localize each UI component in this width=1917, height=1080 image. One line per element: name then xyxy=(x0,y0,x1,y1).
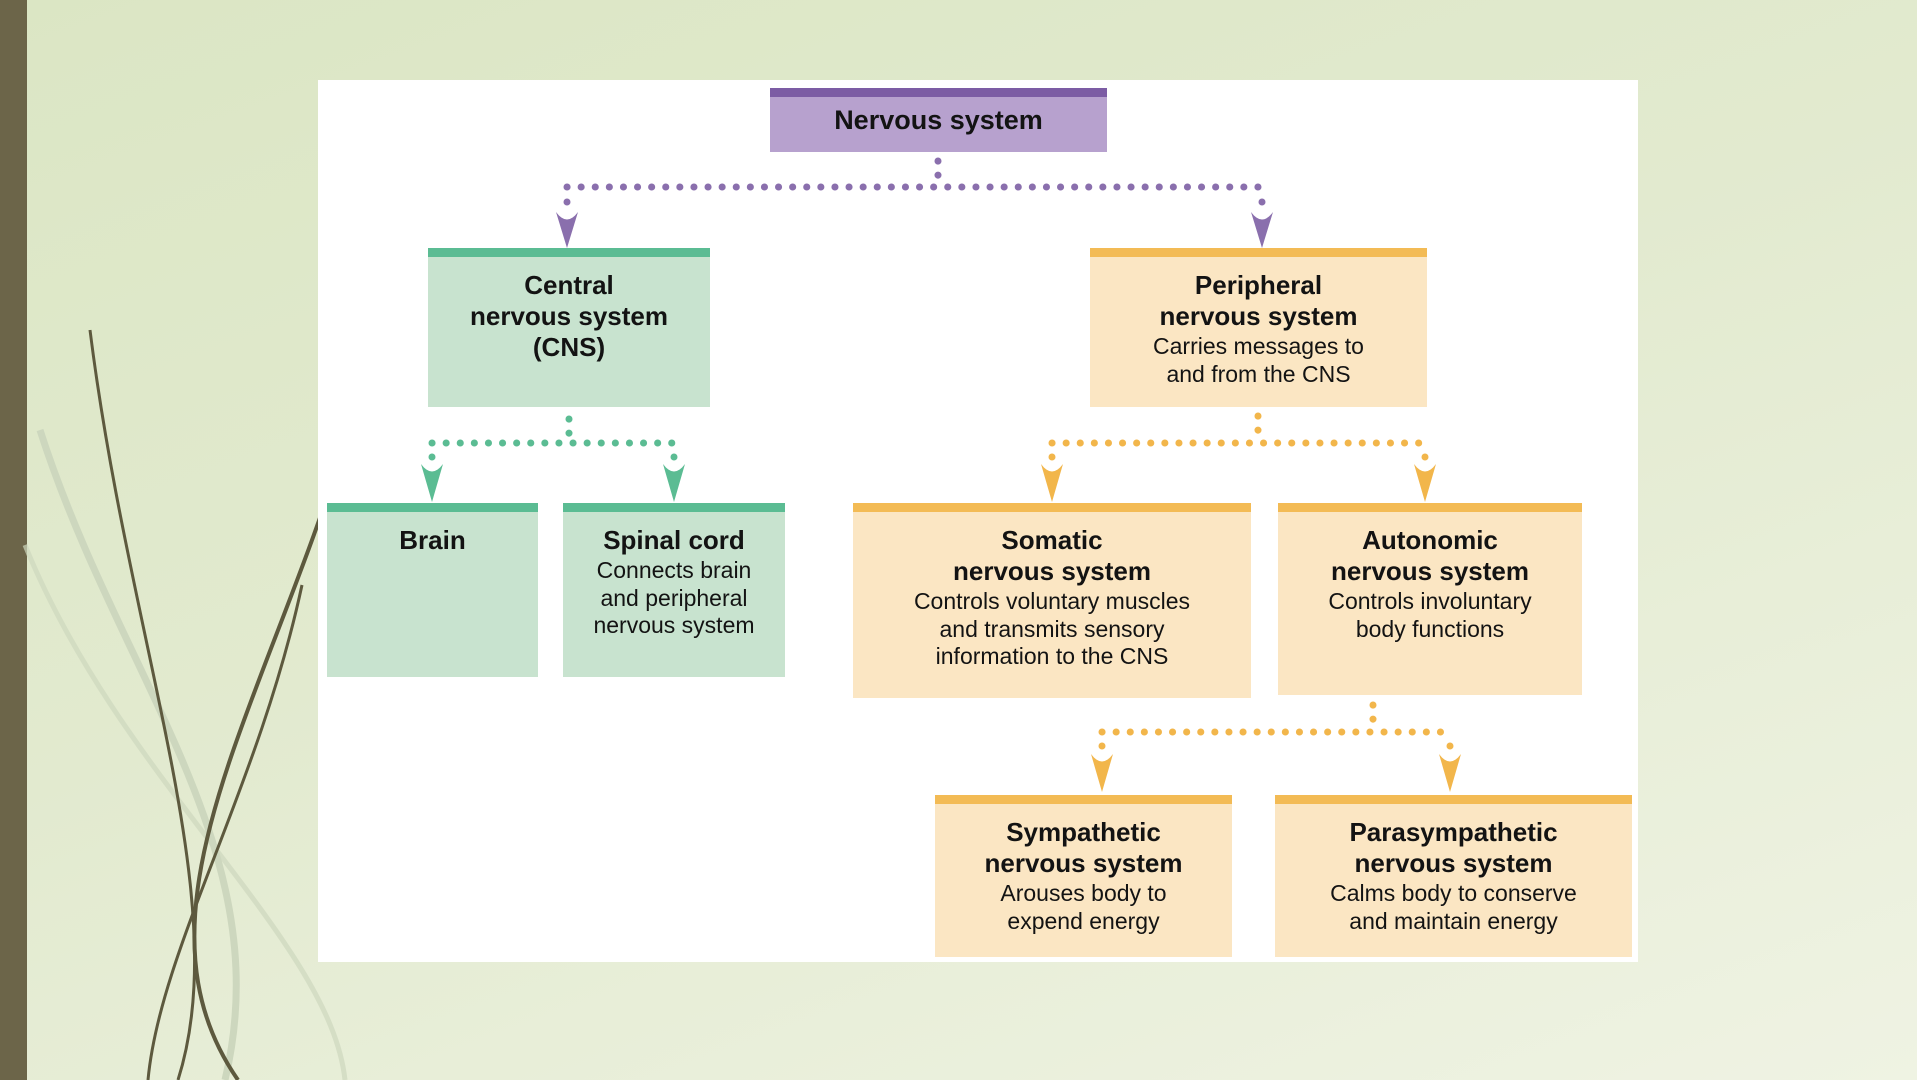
node-description: Carries messages to and from the CNS xyxy=(1153,333,1364,387)
grass-curve-dark xyxy=(88,329,197,1080)
arrowhead-down-icon xyxy=(1439,754,1461,792)
grass-curve-dark xyxy=(146,584,304,1080)
arrowhead-down-icon xyxy=(556,212,578,248)
grass-curve-dark xyxy=(192,424,352,1080)
node-description: Controls involuntary body functions xyxy=(1328,588,1532,642)
connector-dot xyxy=(1048,453,1056,461)
node-top-band xyxy=(770,88,1107,97)
connector-dot xyxy=(1421,453,1429,461)
node-description: Connects brain and peripheral nervous sy… xyxy=(593,557,755,638)
node-parasympathetic-nervous-system: Parasympathetic nervous system Calms bod… xyxy=(1275,795,1632,957)
node-top-band xyxy=(935,795,1232,804)
connector-dot xyxy=(563,198,571,206)
node-title: Brain xyxy=(399,525,466,555)
connector-dot xyxy=(1446,742,1454,750)
node-nervous-system: Nervous system xyxy=(770,88,1107,152)
connector-dot xyxy=(1098,742,1106,750)
node-top-band xyxy=(428,248,710,257)
node-description: Arouses body to expend energy xyxy=(1000,880,1167,934)
node-description: Controls voluntary muscles and transmits… xyxy=(913,588,1191,669)
node-title: Spinal cord xyxy=(603,525,745,555)
node-brain: Brain xyxy=(327,503,538,677)
arrowhead-down-icon xyxy=(1251,212,1273,248)
left-accent-bar xyxy=(0,0,27,1080)
grass-curve-light xyxy=(22,544,348,1080)
node-top-band xyxy=(1090,248,1427,257)
node-title: Nervous system xyxy=(834,105,1043,135)
node-sympathetic-nervous-system: Sympathetic nervous system Arouses body … xyxy=(935,795,1232,957)
node-description: Calms body to conserve and maintain ener… xyxy=(1330,880,1577,934)
node-title: Somatic nervous system xyxy=(953,525,1151,586)
node-peripheral-nervous-system: Peripheral nervous system Carries messag… xyxy=(1090,248,1427,407)
node-top-band xyxy=(563,503,785,512)
connector-dot xyxy=(428,453,436,461)
node-top-band xyxy=(1278,503,1582,512)
node-spinal-cord: Spinal cord Connects brain and periphera… xyxy=(563,503,785,677)
grass-curve-light xyxy=(36,428,240,1080)
node-title: Sympathetic nervous system xyxy=(984,817,1183,878)
arrowhead-down-icon xyxy=(1091,754,1113,792)
node-autonomic-nervous-system: Autonomic nervous system Controls involu… xyxy=(1278,503,1582,695)
node-top-band xyxy=(327,503,538,512)
connector-dot xyxy=(670,453,678,461)
arrowhead-down-icon xyxy=(663,464,685,502)
node-title: Parasympathetic nervous system xyxy=(1349,817,1558,878)
arrowhead-down-icon xyxy=(1041,464,1063,502)
node-central-nervous-system: Central nervous system (CNS) xyxy=(428,248,710,407)
node-somatic-nervous-system: Somatic nervous system Controls voluntar… xyxy=(853,503,1251,698)
arrowhead-down-icon xyxy=(1414,464,1436,502)
arrowhead-down-icon xyxy=(421,464,443,502)
node-top-band xyxy=(853,503,1251,512)
node-title: Peripheral nervous system xyxy=(1159,270,1358,331)
node-top-band xyxy=(1275,795,1632,804)
node-title: Autonomic nervous system xyxy=(1331,525,1529,586)
connector-dot xyxy=(1258,198,1266,206)
node-title: Central nervous system (CNS) xyxy=(470,270,668,362)
